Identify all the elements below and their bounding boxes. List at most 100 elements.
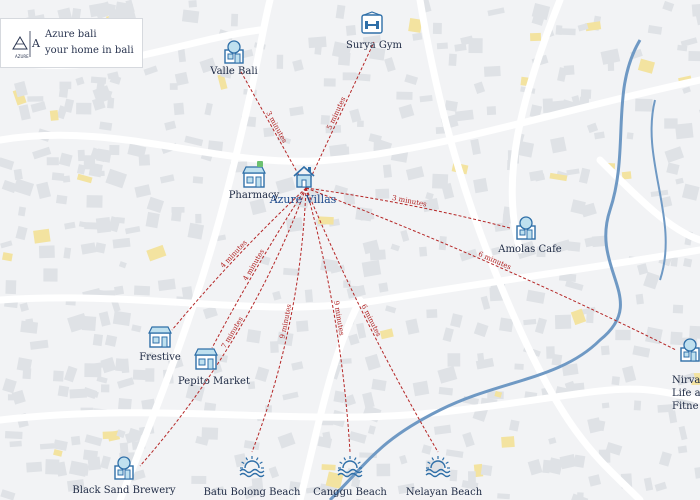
gym-icon [361, 11, 383, 34]
route-line-frestive [171, 187, 307, 331]
building-block [437, 366, 458, 384]
building-block [676, 372, 696, 386]
building-block [100, 356, 117, 374]
building-block [63, 247, 72, 259]
building-block [127, 143, 147, 158]
building-block [436, 42, 448, 50]
building-block [586, 122, 599, 134]
building-block [637, 58, 655, 74]
road [596, 156, 700, 244]
marker-nelayan-beach[interactable]: Nelayan Beach [406, 456, 483, 498]
building-block [468, 38, 483, 54]
building-block [342, 394, 357, 407]
building-block [52, 370, 64, 382]
marker-batu-bolong-beach[interactable]: Batu Bolong Beach [204, 456, 301, 498]
building-block [146, 244, 167, 262]
building-block [11, 389, 26, 405]
building-block [285, 217, 304, 233]
route-line-amolas-cafe [305, 187, 511, 229]
building-block [333, 184, 349, 196]
building-block [18, 104, 31, 121]
building-block [529, 170, 545, 182]
building-block [356, 322, 367, 339]
marker-surya-gym[interactable]: Surya Gym [346, 11, 403, 51]
building-block [501, 436, 515, 448]
building-block [76, 164, 86, 175]
building-block [681, 183, 700, 201]
building-block [111, 300, 121, 313]
building-block [78, 221, 86, 228]
building-block [335, 358, 352, 365]
building-block [419, 246, 428, 257]
building-block [426, 309, 438, 319]
building-block [626, 132, 634, 140]
building-block [32, 146, 52, 160]
building-block [76, 173, 93, 184]
road [416, 0, 644, 500]
building-block [643, 477, 654, 491]
place-label-line-2: Life a [672, 388, 700, 399]
building-block [433, 424, 452, 435]
building-block [294, 194, 310, 209]
place-label: Pepito Market [178, 376, 250, 387]
building-block [321, 464, 336, 471]
building-block [277, 432, 296, 449]
building-block [668, 410, 678, 424]
building-block [131, 324, 142, 333]
building-block [249, 198, 267, 216]
building-block [601, 402, 610, 409]
building-block [9, 440, 22, 448]
building-block [397, 483, 416, 495]
building-block [0, 157, 15, 171]
building-block [675, 177, 684, 185]
building-block [404, 74, 419, 86]
building-block [145, 211, 160, 229]
marker-canggu-beach[interactable]: Canggu Beach [313, 456, 387, 498]
road [508, 0, 564, 254]
marker-pepito-market[interactable]: Pepito Market [178, 348, 250, 387]
building-block [331, 41, 352, 59]
route-time-label: 3 minutes [391, 194, 427, 209]
building-block [13, 168, 23, 181]
building-block [487, 7, 505, 17]
marker-valle-bali[interactable]: Valle Bali [209, 40, 258, 77]
building-block [80, 242, 97, 255]
building-block [559, 454, 577, 470]
building-block [83, 155, 96, 170]
building-block [432, 173, 449, 189]
building-block [27, 9, 36, 20]
marker-azure-villas[interactable]: Azure Villas [269, 165, 337, 206]
marker-black-sand-brewery[interactable]: Black Sand Brewery [72, 456, 176, 496]
building-block [570, 199, 586, 215]
marker-pharmacy[interactable]: Pharmacy [229, 161, 280, 201]
building-block [622, 365, 637, 383]
building-block [38, 245, 55, 259]
building-block [364, 353, 381, 371]
building-block [220, 66, 233, 79]
building-block [116, 377, 135, 389]
building-block [550, 136, 567, 154]
building-block [275, 176, 296, 195]
building-block [558, 272, 577, 282]
building-block [454, 43, 467, 52]
building-block [444, 100, 458, 112]
building-block [64, 365, 78, 383]
building-block [473, 322, 489, 338]
building-block [390, 243, 400, 252]
beach-icon [239, 456, 265, 478]
building-block [107, 216, 121, 233]
building-block [523, 318, 537, 326]
building-block [362, 35, 382, 45]
building-block [400, 229, 410, 242]
building-block [90, 76, 107, 84]
marker-frestive[interactable]: Frestive [139, 326, 181, 363]
building-block [379, 328, 394, 340]
building-block [348, 333, 360, 346]
building-block [670, 257, 678, 267]
building-block [95, 217, 112, 234]
building-block [447, 353, 461, 367]
building-block [554, 314, 572, 330]
marker-amolas-cafe[interactable]: Amolas Cafe [497, 216, 562, 255]
